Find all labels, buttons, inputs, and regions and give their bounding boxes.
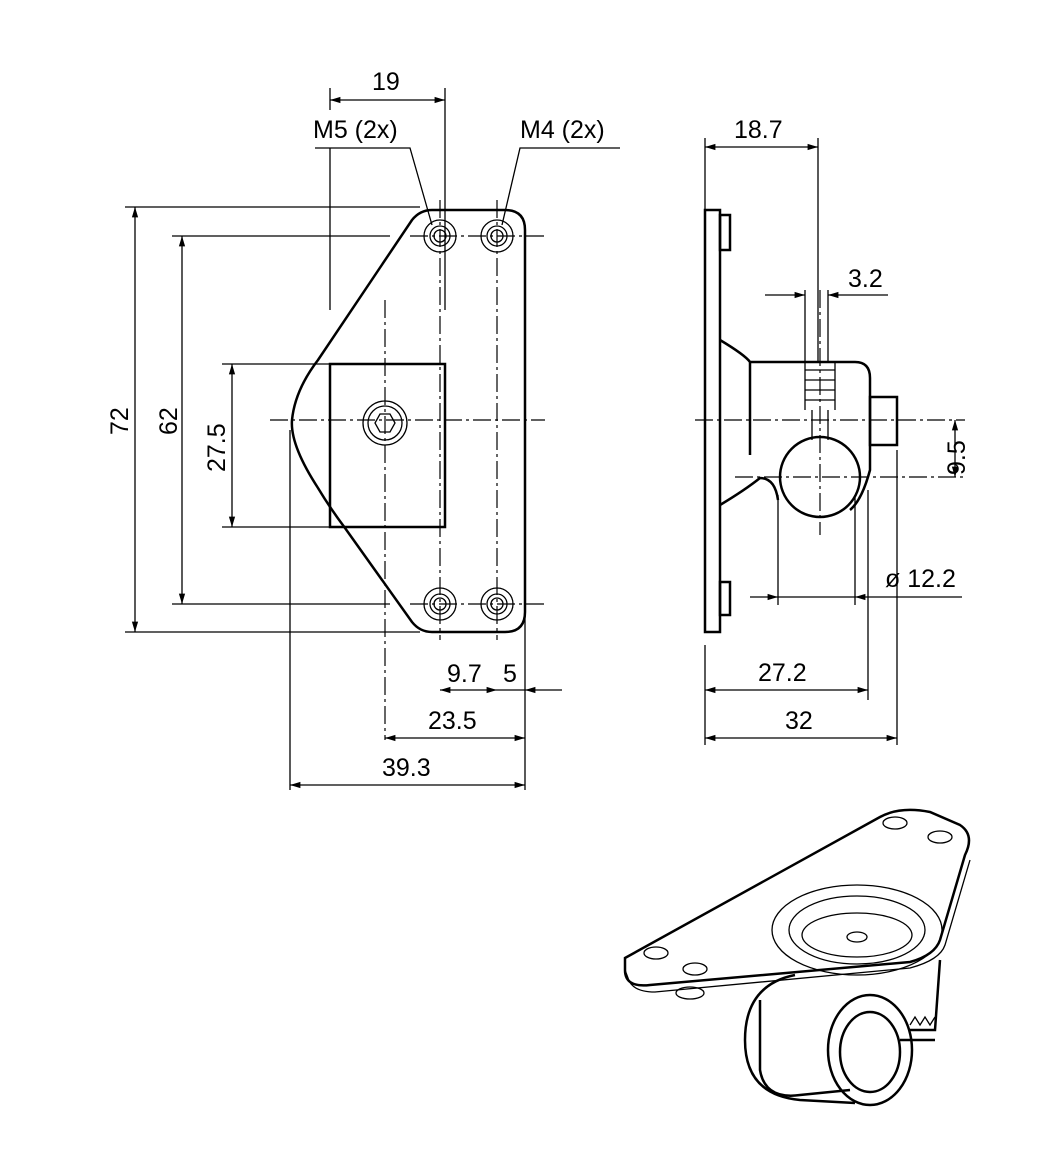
center-lines	[270, 200, 545, 740]
label-m5: M5 (2x)	[313, 116, 398, 144]
plate-side	[703, 208, 722, 634]
dim-62: 62	[155, 407, 183, 435]
center-lines-side	[695, 290, 965, 535]
dim-9-5: 9.5	[943, 440, 971, 475]
dimensions-side: 18.7 3.2 9.5 ø 12.2 27.2 32	[704, 116, 971, 745]
dim-5: 5	[503, 660, 517, 688]
dim-72: 72	[106, 407, 134, 435]
dim-23-5: 23.5	[428, 707, 477, 735]
dim-3-2: 3.2	[848, 265, 883, 293]
label-m4: M4 (2x)	[520, 116, 605, 144]
dim-27-2: 27.2	[758, 659, 807, 687]
side-view: 18.7 3.2 9.5 ø 12.2 27.2 32	[695, 116, 971, 745]
isometric-view	[623, 808, 971, 1107]
dim-39-3: 39.3	[382, 754, 431, 782]
knob	[868, 395, 899, 447]
dimensions: 19 M5 (2x) M4 (2x) 72 62 27.5 9.7 5 23.5…	[106, 68, 620, 790]
clamp-body	[719, 338, 872, 511]
tube-clamp-end	[826, 993, 914, 1107]
mounting-plate-outline	[290, 208, 527, 634]
dim-32: 32	[785, 707, 813, 735]
dim-18-7: 18.7	[734, 116, 783, 144]
dim-9-7: 9.7	[447, 660, 482, 688]
front-view: 19 M5 (2x) M4 (2x) 72 62 27.5 9.7 5 23.5…	[106, 68, 620, 790]
dim-19: 19	[372, 68, 400, 96]
isometric-plate	[623, 808, 971, 987]
clamp-block	[328, 362, 447, 529]
dim-dia-12-2: ø 12.2	[885, 565, 956, 593]
dim-27-5: 27.5	[203, 423, 231, 472]
